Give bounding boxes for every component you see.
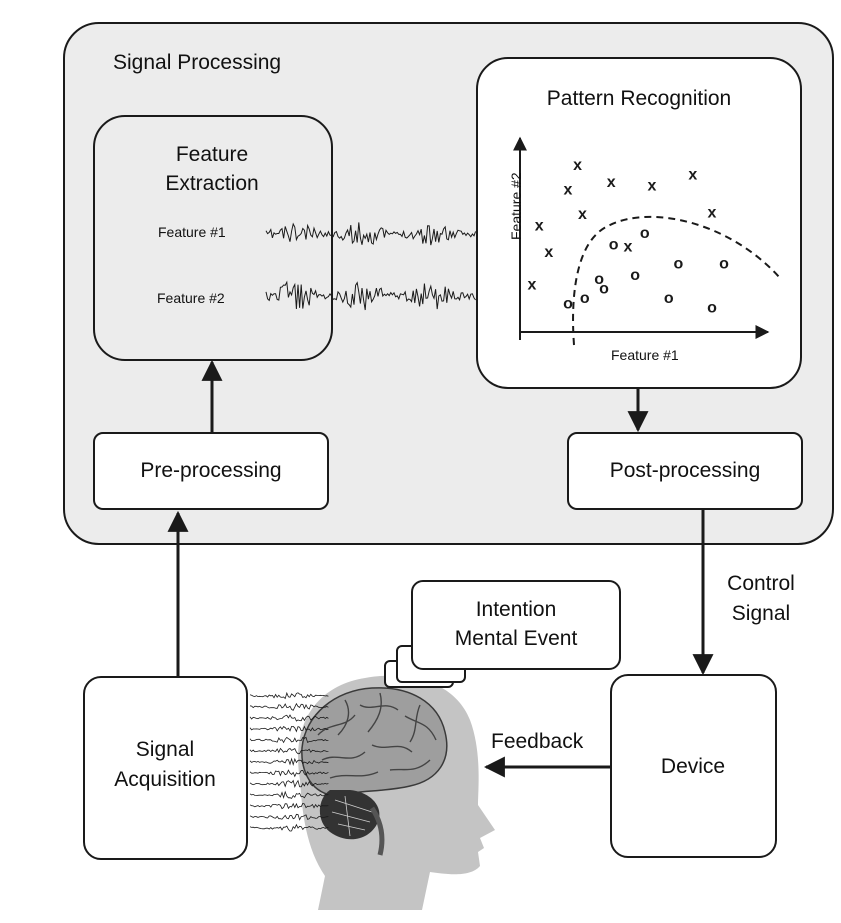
signal-acquisition-line1: Signal (135, 738, 195, 761)
scatter-point-o: o (630, 267, 640, 284)
connectors (167, 359, 714, 778)
scatter-point-o: o (640, 225, 650, 242)
x-axis-label: Feature #1 (611, 347, 679, 363)
y-axis-label: Feature #2 (508, 172, 524, 240)
scatter-point-o: o (594, 271, 604, 288)
feature-2-signal-trace (265, 280, 476, 311)
intention-line1: Intention (475, 598, 557, 621)
scatter-point-x: x (578, 206, 587, 223)
scatter-point-o: o (580, 290, 590, 307)
scatter-point-x: x (624, 239, 633, 256)
scatter-point-x: x (708, 204, 717, 221)
eeg-trace (249, 779, 329, 789)
scatter-point-o: o (707, 299, 717, 316)
scatter-point-o: o (563, 296, 573, 313)
signal-acquisition-line2: Acquisition (114, 768, 216, 791)
eeg-trace (249, 802, 329, 810)
pattern-recognition-box (476, 57, 802, 389)
eeg-trace (249, 691, 329, 700)
decision-boundary (572, 215, 781, 346)
brain-illustration (301, 687, 448, 856)
feature-1-signal-trace (265, 222, 477, 246)
feature-extraction-box (93, 115, 333, 361)
signal-acquisition-box (83, 676, 248, 860)
scatter-point-x: x (564, 182, 573, 199)
control-signal-line2: Signal (731, 602, 791, 625)
pattern-recognition-title: Pattern Recognition (546, 87, 732, 110)
feature-extraction-title-line2: Extraction (165, 172, 259, 195)
scatter-point-o: o (609, 237, 619, 254)
eeg-trace (249, 725, 329, 733)
post-processing-box (567, 432, 803, 510)
eeg-trace (249, 823, 329, 832)
pre-processing-box (93, 432, 329, 510)
post-processing-label: Post-processing (609, 459, 761, 482)
scatter-point-x: x (528, 277, 537, 294)
feature-1-label: Feature #1 (158, 224, 226, 240)
eeg-trace (249, 714, 329, 722)
eeg-trace (249, 790, 329, 800)
scatter-point-x: x (535, 218, 544, 235)
eeg-trace (249, 736, 329, 744)
scatter-point-x: x (544, 244, 553, 261)
eeg-trace (249, 702, 329, 711)
scatter-point-x: x (573, 157, 582, 174)
scatter-point-o: o (674, 256, 684, 273)
eeg-trace (249, 757, 329, 766)
control-signal-line1: Control (727, 572, 795, 595)
pre-processing-label: Pre-processing (140, 459, 282, 482)
feature-extraction-title-line1: Feature (175, 143, 249, 166)
scatter-point-o: o (719, 256, 729, 273)
device-label: Device (660, 755, 726, 778)
scatter-point-x: x (648, 178, 657, 195)
feedback-label: Feedback (491, 730, 584, 753)
eeg-signal-traces (249, 691, 329, 832)
intention-line2: Mental Event (454, 627, 578, 650)
eeg-trace (249, 747, 329, 755)
device-box (610, 674, 777, 858)
eeg-trace (249, 769, 329, 778)
scatter-point-o: o (664, 290, 674, 307)
signal-processing-title: Signal Processing (113, 51, 282, 74)
scatter-point-x: x (688, 166, 697, 183)
eeg-trace (249, 813, 329, 821)
scatter-point-x: x (607, 174, 616, 191)
feature-signals (265, 222, 477, 311)
feature-2-label: Feature #2 (157, 290, 225, 306)
scatter-point-o: o (599, 280, 609, 297)
intention-box (411, 580, 621, 670)
